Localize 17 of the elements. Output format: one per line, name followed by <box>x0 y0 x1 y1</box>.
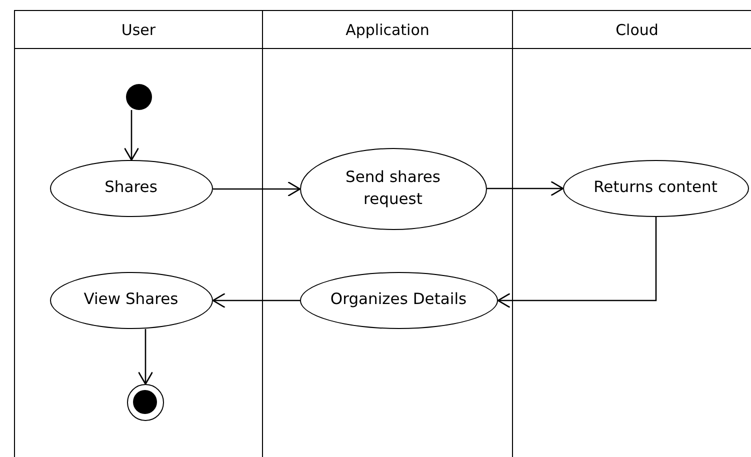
arrow <box>138 329 154 385</box>
activity-node: Shares <box>50 160 212 216</box>
arrow <box>212 292 300 308</box>
arrow <box>487 180 564 196</box>
arrow <box>213 181 301 197</box>
lane-header: Cloud <box>513 11 751 49</box>
arrow <box>124 110 140 161</box>
lane-header: User <box>15 11 262 49</box>
activity-node: Returns content <box>562 160 748 216</box>
activity-node: Send shares request <box>300 148 486 230</box>
start-node <box>126 84 152 110</box>
swimlane <box>14 10 263 457</box>
activity-node: Organizes Details <box>300 272 498 328</box>
lane-header: Application <box>263 11 512 49</box>
activity-node: View Shares <box>50 272 212 328</box>
arrow <box>497 217 657 308</box>
end-node <box>126 384 164 420</box>
